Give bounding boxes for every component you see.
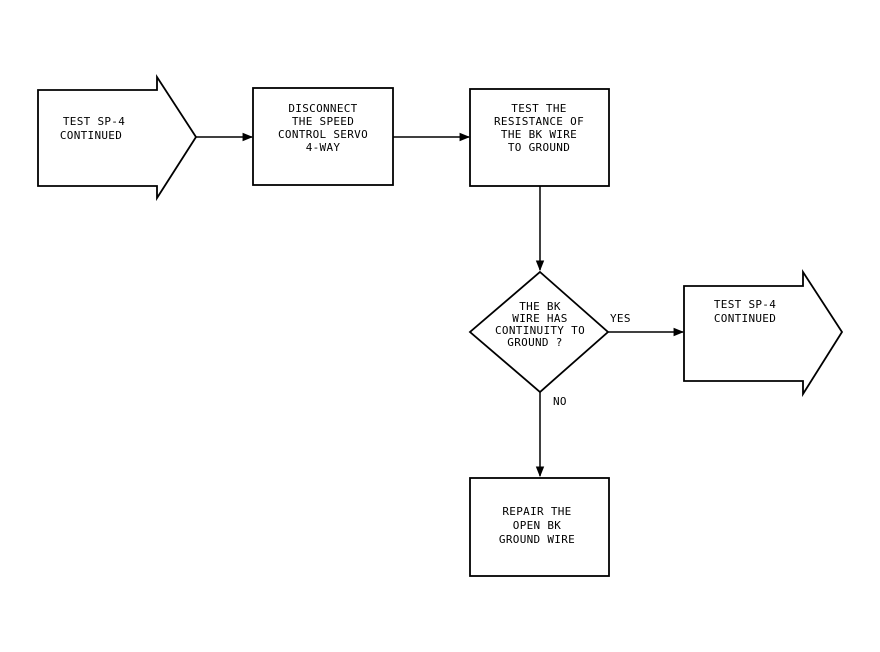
disconnect-line-1: DISCONNECT bbox=[288, 102, 357, 115]
test-resistance-line-2: RESISTANCE OF bbox=[494, 115, 584, 128]
yes-target-line-2: CONTINUED bbox=[714, 312, 776, 325]
repair-node: REPAIR THE OPEN BK GROUND WIRE bbox=[469, 477, 610, 577]
decision-node: THE BK WIRE HAS CONTINUITY TO GROUND ? bbox=[468, 270, 610, 394]
test-resistance-line-1: TEST THE bbox=[511, 102, 566, 115]
repair-line-3: GROUND WIRE bbox=[499, 533, 575, 546]
test-resistance-line-3: THE BK WIRE bbox=[501, 128, 577, 141]
repair-line-1: REPAIR THE bbox=[502, 505, 571, 518]
disconnect-line-2: THE SPEED bbox=[292, 115, 354, 128]
repair-line-2: OPEN BK bbox=[513, 519, 562, 532]
disconnect-line-4: 4-WAY bbox=[306, 141, 341, 154]
yes-target-node: TEST SP-4 CONTINUED bbox=[683, 268, 844, 398]
yes-target-block-arrow bbox=[683, 268, 844, 398]
start-block-arrow bbox=[37, 73, 198, 202]
start-line-2: CONTINUED bbox=[60, 129, 122, 142]
yes-label: YES bbox=[610, 312, 631, 325]
start-line-1: TEST SP-4 bbox=[63, 115, 125, 128]
no-label: NO bbox=[553, 395, 567, 408]
decision-line-4: GROUND ? bbox=[507, 336, 562, 349]
disconnect-line-3: CONTROL SERVO bbox=[278, 128, 368, 141]
repair-box bbox=[469, 477, 610, 577]
decision-line-1: THE BK bbox=[519, 300, 561, 313]
test-resistance-node: TEST THE RESISTANCE OF THE BK WIRE TO GR… bbox=[469, 88, 610, 187]
yes-target-line-1: TEST SP-4 bbox=[714, 298, 776, 311]
decision-line-3: CONTINUITY TO bbox=[495, 324, 585, 337]
test-resistance-line-4: TO GROUND bbox=[508, 141, 570, 154]
decision-line-2: WIRE HAS bbox=[512, 312, 567, 325]
disconnect-node: DISCONNECT THE SPEED CONTROL SERVO 4-WAY bbox=[252, 87, 394, 186]
start-node: TEST SP-4 CONTINUED bbox=[37, 73, 198, 202]
